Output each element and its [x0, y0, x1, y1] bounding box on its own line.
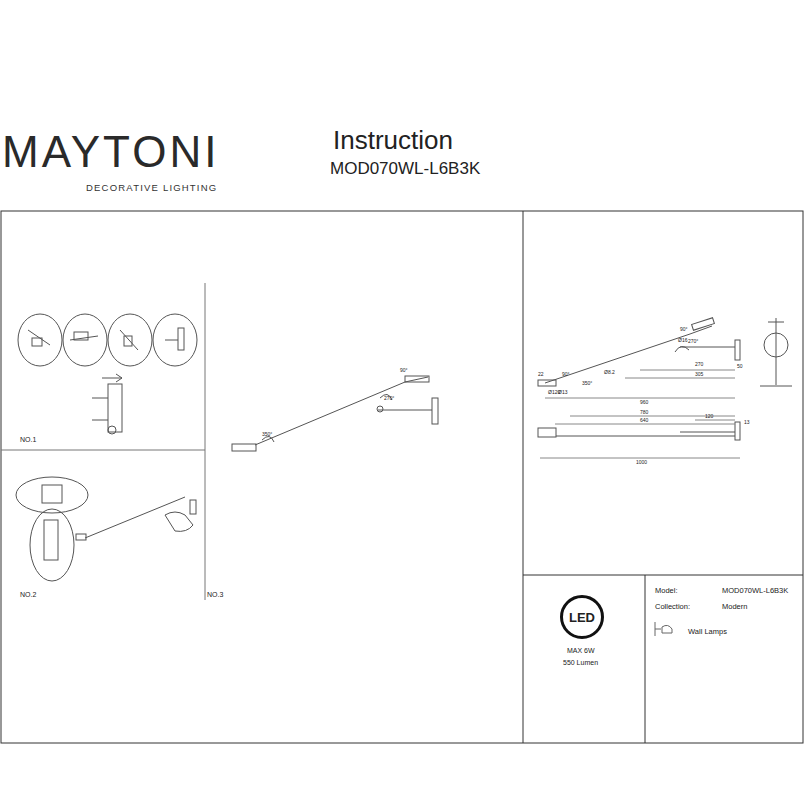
dimension-label: 120	[705, 414, 713, 420]
field-name: Collection:	[655, 603, 690, 611]
angle-label: 270°	[384, 396, 394, 402]
dimension-label: Ø13	[558, 390, 567, 396]
field-value: Modern	[722, 603, 747, 611]
title: Instruction	[333, 126, 453, 155]
angle-label: 90°	[562, 372, 570, 378]
model-code: MOD070WL-L6B3K	[330, 160, 480, 179]
led-badge: LED	[560, 595, 604, 639]
dimension-label: Ø16	[678, 338, 687, 344]
power-rating: MAX 6W	[567, 647, 595, 655]
step-number: NO.2	[20, 591, 36, 599]
angle-label: 90°	[680, 327, 688, 333]
dimension-label: 50	[737, 364, 743, 370]
dimension-label: 13	[744, 420, 750, 426]
field-value: MOD070WL-L6B3K	[722, 587, 788, 595]
brand-logo: MAYTONI	[2, 128, 219, 176]
step-number: NO.1	[20, 436, 36, 444]
field-name: Model:	[655, 587, 678, 595]
angle-label: 90°	[400, 368, 408, 374]
angle-label: 350°	[582, 381, 592, 387]
led-text: LED	[569, 610, 595, 625]
dimension-label: Ø8.2	[604, 370, 615, 376]
category-label: Wall Lamps	[688, 628, 727, 636]
dimension-label: 640	[640, 418, 648, 424]
dimension-label: 780	[640, 410, 648, 416]
dimension-label: 1000	[636, 460, 647, 466]
dimension-label: 960	[640, 400, 648, 406]
dimension-label: 305	[695, 372, 703, 378]
brand-tagline: DECORATIVE LIGHTING	[86, 183, 217, 193]
dimension-label: 22	[538, 372, 544, 378]
dimension-label: 270	[695, 362, 703, 368]
angle-label: 270°	[688, 339, 698, 345]
angle-label: 350°	[262, 432, 272, 438]
lumen-rating: 550 Lumen	[563, 659, 598, 667]
step-number: NO.3	[207, 591, 223, 599]
